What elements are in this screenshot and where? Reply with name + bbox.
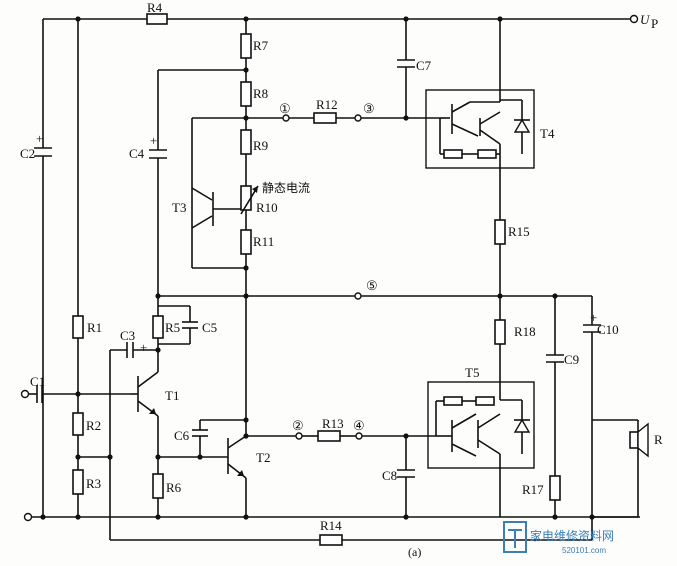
r5-c5-c4 <box>149 69 592 350</box>
label-c3-plus: + <box>140 340 147 355</box>
label-r11: R11 <box>253 234 274 249</box>
label-c2-plus: + <box>36 131 43 146</box>
resistor-r17 <box>549 475 561 501</box>
label-up-sub: P <box>651 16 658 31</box>
resistor-r18 <box>494 319 506 345</box>
label-r9: R9 <box>253 138 268 153</box>
resistor-r2 <box>72 412 84 436</box>
capacitor-c8 <box>397 436 415 517</box>
label-r4: R4 <box>147 0 163 15</box>
label-t5: T5 <box>465 365 479 380</box>
label-r10: R10 <box>256 200 278 215</box>
transistor-t5 <box>427 381 535 517</box>
feedback-r14 <box>110 517 593 546</box>
transistor-t2 <box>192 419 436 517</box>
label-c4: C4 <box>129 146 145 161</box>
transistor-t3 <box>191 118 246 269</box>
resistor-r6 <box>152 454 228 517</box>
label-c5: C5 <box>202 320 217 335</box>
input-c1 <box>20 385 130 403</box>
label-t1: T1 <box>165 388 179 403</box>
resistor-r9 <box>240 129 252 155</box>
label-c7: C7 <box>416 58 432 73</box>
label-c3: C3 <box>120 328 135 343</box>
label-r6: R6 <box>166 480 182 495</box>
figure-caption: (a) <box>408 545 421 559</box>
label-node-2: ② <box>292 418 304 433</box>
watermark: 家电维修资料网 520101.com <box>503 521 614 555</box>
transistor-t4 <box>425 19 535 220</box>
top-rail <box>43 13 639 25</box>
watermark-text: 家电维修资料网 <box>530 528 614 543</box>
label-r1: R1 <box>87 320 102 335</box>
label-r17: R17 <box>522 482 544 497</box>
resistor-r13 <box>317 430 341 442</box>
label-c4-plus: + <box>150 133 157 148</box>
label-quiescent-current: 静态电流 <box>262 181 310 195</box>
resistor-r3 <box>72 469 84 495</box>
capacitor-c3 <box>109 342 161 540</box>
label-c10: C10 <box>597 322 619 337</box>
label-node-3: ③ <box>363 101 375 116</box>
capacitor-c7 <box>397 19 415 118</box>
transistor-t1 <box>130 350 159 474</box>
bias-divider <box>72 19 113 517</box>
label-t2: T2 <box>256 450 270 465</box>
up-terminal <box>629 14 639 24</box>
label-node-1: ① <box>279 101 291 116</box>
label-c6: C6 <box>174 428 190 443</box>
resistor-r4 <box>146 13 168 25</box>
output-filter <box>546 296 649 518</box>
resistor-r7 <box>240 33 252 59</box>
label-c8: C8 <box>382 468 397 483</box>
label-r12: R12 <box>316 97 338 112</box>
resistor-r1 <box>72 315 84 339</box>
capacitor-c2 <box>34 19 52 517</box>
label-r8: R8 <box>253 86 268 101</box>
label-up: U <box>640 12 651 27</box>
label-r15: R15 <box>508 224 530 239</box>
label-c9: C9 <box>564 352 579 367</box>
resistor-r11 <box>240 229 252 255</box>
label-r5: R5 <box>165 320 180 335</box>
watermark-logo-icon <box>503 521 527 553</box>
label-c1: C1 <box>30 374 45 389</box>
label-speaker-r: R <box>654 432 663 447</box>
label-r2: R2 <box>86 418 101 433</box>
resistor-r12 <box>313 112 337 124</box>
output-column <box>494 219 506 400</box>
label-c2: C2 <box>20 146 35 161</box>
watermark-url: 520101.com <box>562 546 606 555</box>
label-t3: T3 <box>172 200 186 215</box>
label-node-4: ④ <box>353 418 365 433</box>
label-r13: R13 <box>322 416 344 431</box>
label-t4: T4 <box>540 126 555 141</box>
label-node-5: ⑤ <box>366 278 378 293</box>
label-r14: R14 <box>320 518 342 533</box>
centre-column <box>192 19 440 423</box>
label-c10-plus: + <box>590 310 597 325</box>
label-r18: R18 <box>514 324 536 339</box>
label-r7: R7 <box>253 38 269 53</box>
speaker <box>629 431 639 449</box>
label-r3: R3 <box>86 476 101 491</box>
resistor-r15 <box>494 219 506 245</box>
resistor-r8 <box>240 81 252 107</box>
